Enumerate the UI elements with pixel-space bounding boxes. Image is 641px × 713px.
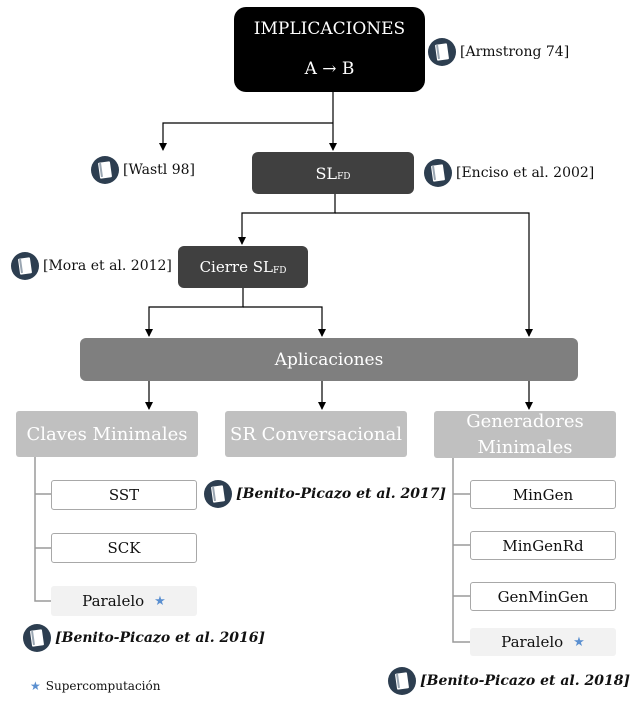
implicaciones-title: IMPLICACIONES (253, 19, 406, 40)
aplicaciones-label: Aplicaciones (274, 349, 384, 370)
generadores-line2: Minimales (477, 436, 573, 458)
mingenrd-label: MinGenRd (502, 536, 584, 555)
tree-line-generadores (452, 458, 470, 643)
genmingen-box: GenMinGen (470, 582, 616, 611)
generadores-minimales-box: Generadores Minimales (434, 411, 616, 458)
mingen-box: MinGen (470, 480, 616, 509)
ref-mora-text: [Mora et al. 2012] (43, 258, 172, 274)
star-icon: ★ (154, 593, 166, 609)
ref-benito-2017: [Benito-Picazo et al. 2017] (204, 480, 446, 508)
book-icon (11, 252, 39, 280)
aplicaciones-box: Aplicaciones (80, 338, 578, 381)
claves-paralelo-label: Paralelo (82, 592, 145, 610)
arrow-slfd-aplicaciones (335, 212, 533, 337)
generadores-paralelo-box: Paralelo ★ (470, 628, 616, 656)
genmingen-label: GenMinGen (497, 587, 589, 606)
ref-benito-2018-text: [Benito-Picazo et al. 2018] (420, 673, 631, 689)
ref-enciso-text: [Enciso et al. 2002] (456, 165, 595, 181)
sst-box: SST (51, 480, 197, 510)
star-icon: ★ (573, 634, 585, 650)
book-icon (424, 159, 452, 187)
generadores-line1: Generadores (466, 411, 584, 433)
claves-minimales-box: Claves Minimales (16, 411, 198, 457)
arrow-root-wastl (159, 122, 333, 151)
legend-star-icon: ★ (30, 679, 41, 693)
mingenrd-box: MinGenRd (470, 531, 616, 560)
book-icon (428, 38, 456, 66)
ref-benito-2017-text: [Benito-Picazo et al. 2017] (236, 486, 447, 502)
implicaciones-box: IMPLICACIONES A → B (234, 7, 425, 92)
sck-box: SCK (51, 533, 197, 563)
ref-benito-2016-text: [Benito-Picazo et al. 2016] (55, 630, 266, 646)
book-icon (204, 480, 232, 508)
sst-label: SST (108, 486, 140, 504)
legend: ★ Supercomputación (30, 679, 160, 693)
sck-label: SCK (107, 539, 141, 557)
mingen-label: MinGen (512, 485, 574, 504)
claves-paralelo-box: Paralelo ★ (51, 586, 197, 616)
cierre-subscript: FD (272, 266, 287, 276)
slfd-label: SL (315, 163, 338, 183)
book-icon (91, 156, 119, 184)
legend-text: Supercomputación (45, 679, 161, 693)
slfd-subscript: FD (337, 172, 351, 182)
ref-enciso: [Enciso et al. 2002] (424, 159, 594, 187)
cierre-label: Cierre SL (199, 258, 273, 276)
tree-line-claves (34, 457, 51, 602)
ref-armstrong-text: [Armstrong 74] (460, 44, 570, 60)
claves-minimales-label: Claves Minimales (26, 423, 188, 445)
ref-armstrong: [Armstrong 74] (428, 38, 569, 66)
sr-conversacional-label: SR Conversacional (230, 423, 402, 445)
implicaciones-formula: A → B (304, 58, 355, 79)
ref-wastl: [Wastl 98] (91, 156, 195, 184)
book-icon (388, 667, 416, 695)
ref-mora: [Mora et al. 2012] (11, 252, 172, 280)
generadores-paralelo-label: Paralelo (501, 633, 564, 651)
sr-conversacional-box: SR Conversacional (225, 411, 407, 457)
ref-benito-2018: [Benito-Picazo et al. 2018] (388, 667, 630, 695)
ref-benito-2016: [Benito-Picazo et al. 2016] (23, 624, 265, 652)
ref-wastl-text: [Wastl 98] (123, 162, 195, 178)
arrow-slfd-cierre (238, 194, 336, 245)
arrow-cierre-aplicaciones-right (243, 306, 326, 337)
book-icon (23, 624, 51, 652)
arrow-cierre-aplicaciones-left (145, 288, 244, 337)
